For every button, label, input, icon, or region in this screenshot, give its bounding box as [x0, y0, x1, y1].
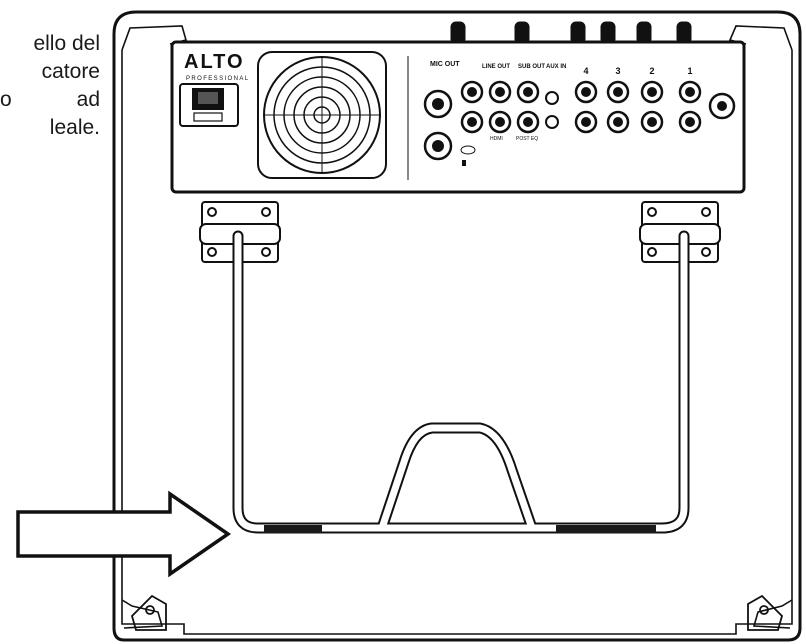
xlr-jack-icon [423, 89, 453, 119]
jack-grid: LINE OUT SUB OUT AUX IN HDMI POST EQ [482, 64, 566, 142]
jack-icon [460, 80, 484, 104]
post-eq-label: POST EQ [516, 136, 538, 142]
caption-text: ello del catore o ad leale. [0, 30, 100, 142]
cabinet-outline [112, 10, 802, 642]
jack-icon [640, 110, 664, 134]
caption-line-2: catore [41, 60, 100, 83]
mic-out-section: MIC OUT [423, 61, 476, 166]
mic-out-label: MIC OUT [430, 61, 460, 68]
hdmi-label: HDMI [490, 136, 503, 142]
aux-jack-icon [545, 91, 559, 105]
caption-line-1: ello del [33, 32, 100, 55]
jack-icon [516, 80, 540, 104]
corner-foot-right [747, 594, 784, 631]
caption-line-4: leale. [49, 116, 100, 139]
corner-foot-left [130, 594, 167, 631]
jack-icon [574, 110, 598, 134]
caption-word-b: ad [76, 88, 100, 111]
sub-out-label: SUB OUT [518, 64, 545, 70]
channel-label-4: 4 [583, 66, 588, 76]
xlr-jack-icon [708, 92, 736, 120]
jack-icon [574, 80, 598, 104]
quarter-inch-jacks [460, 80, 702, 134]
brand-logo: ALTO PROFESSIONAL [184, 51, 249, 82]
control-panel: ALTO PROFESSIONAL MIC OUT [170, 40, 746, 194]
channel-label-2: 2 [649, 66, 654, 76]
aux-jack-icon [545, 115, 559, 129]
channel-label-3: 3 [615, 66, 620, 76]
channel-labels: 4 3 2 1 [583, 66, 692, 76]
jack-icon [516, 110, 540, 134]
channel-label-1: 1 [687, 66, 692, 76]
jack-icon [488, 110, 512, 134]
tilt-handle [232, 230, 690, 534]
power-inlet-icon [179, 83, 239, 127]
caption-line-3: o ad [0, 86, 100, 114]
arrow-right-icon [16, 490, 232, 578]
jack-icon [606, 80, 630, 104]
xlr-jack-icon [423, 131, 453, 161]
jack-icon [606, 110, 630, 134]
line-out-label: LINE OUT [482, 64, 510, 70]
caption-word-a: o [0, 88, 12, 111]
jack-icon [678, 80, 702, 104]
jack-icon [460, 110, 484, 134]
brand-name: ALTO [184, 51, 245, 73]
jack-icon [678, 110, 702, 134]
jack-icon [640, 80, 664, 104]
ground-toggle [462, 160, 466, 166]
jack-icon [488, 80, 512, 104]
brand-subtitle: PROFESSIONAL [186, 76, 249, 82]
aux-in-label: AUX IN [546, 64, 566, 70]
ground-switch [460, 145, 476, 155]
fan-grille-icon [257, 51, 387, 179]
top-knobs [450, 21, 692, 45]
